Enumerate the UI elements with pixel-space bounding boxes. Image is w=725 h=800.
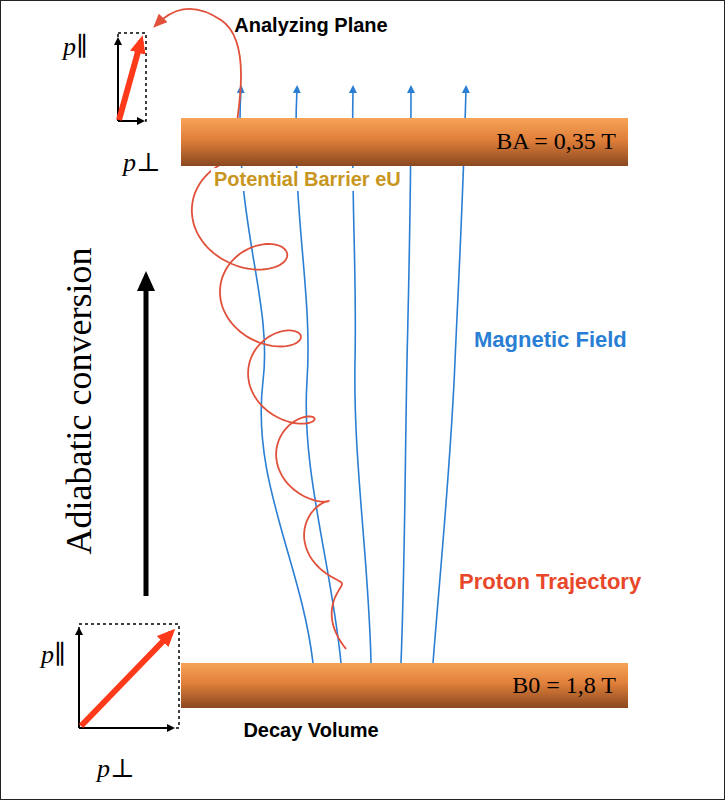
field-label: Magnetic Field: [471, 327, 630, 353]
conversion-label: Adiabatic conversion: [59, 236, 99, 566]
field-bar: Analyzing PlaneBA = 0,35 T: [181, 118, 628, 166]
momentum-perp: p⊥: [97, 753, 134, 784]
field-bar: B0 = 1,8 TDecay Volume: [181, 663, 628, 708]
momentum-parallel: p∥: [41, 639, 66, 670]
volume-heading: Decay Volume: [243, 719, 378, 742]
barrier-label: Potential Barrier eU: [211, 168, 404, 191]
momentum-parallel: p∥: [63, 31, 88, 62]
momentum-perp: p⊥: [123, 147, 160, 178]
plane-heading: Analyzing Plane: [234, 14, 387, 37]
momentum-top: [118, 33, 146, 121]
trajectory-label: Proton Trajectory: [456, 569, 644, 595]
field-value: BA = 0,35 T: [496, 128, 616, 155]
conversion-arrow: [144, 281, 149, 596]
proton-trajectory: [156, 9, 346, 649]
momentum-bottom: [79, 624, 179, 728]
field-value: B0 = 1,8 T: [512, 672, 616, 699]
